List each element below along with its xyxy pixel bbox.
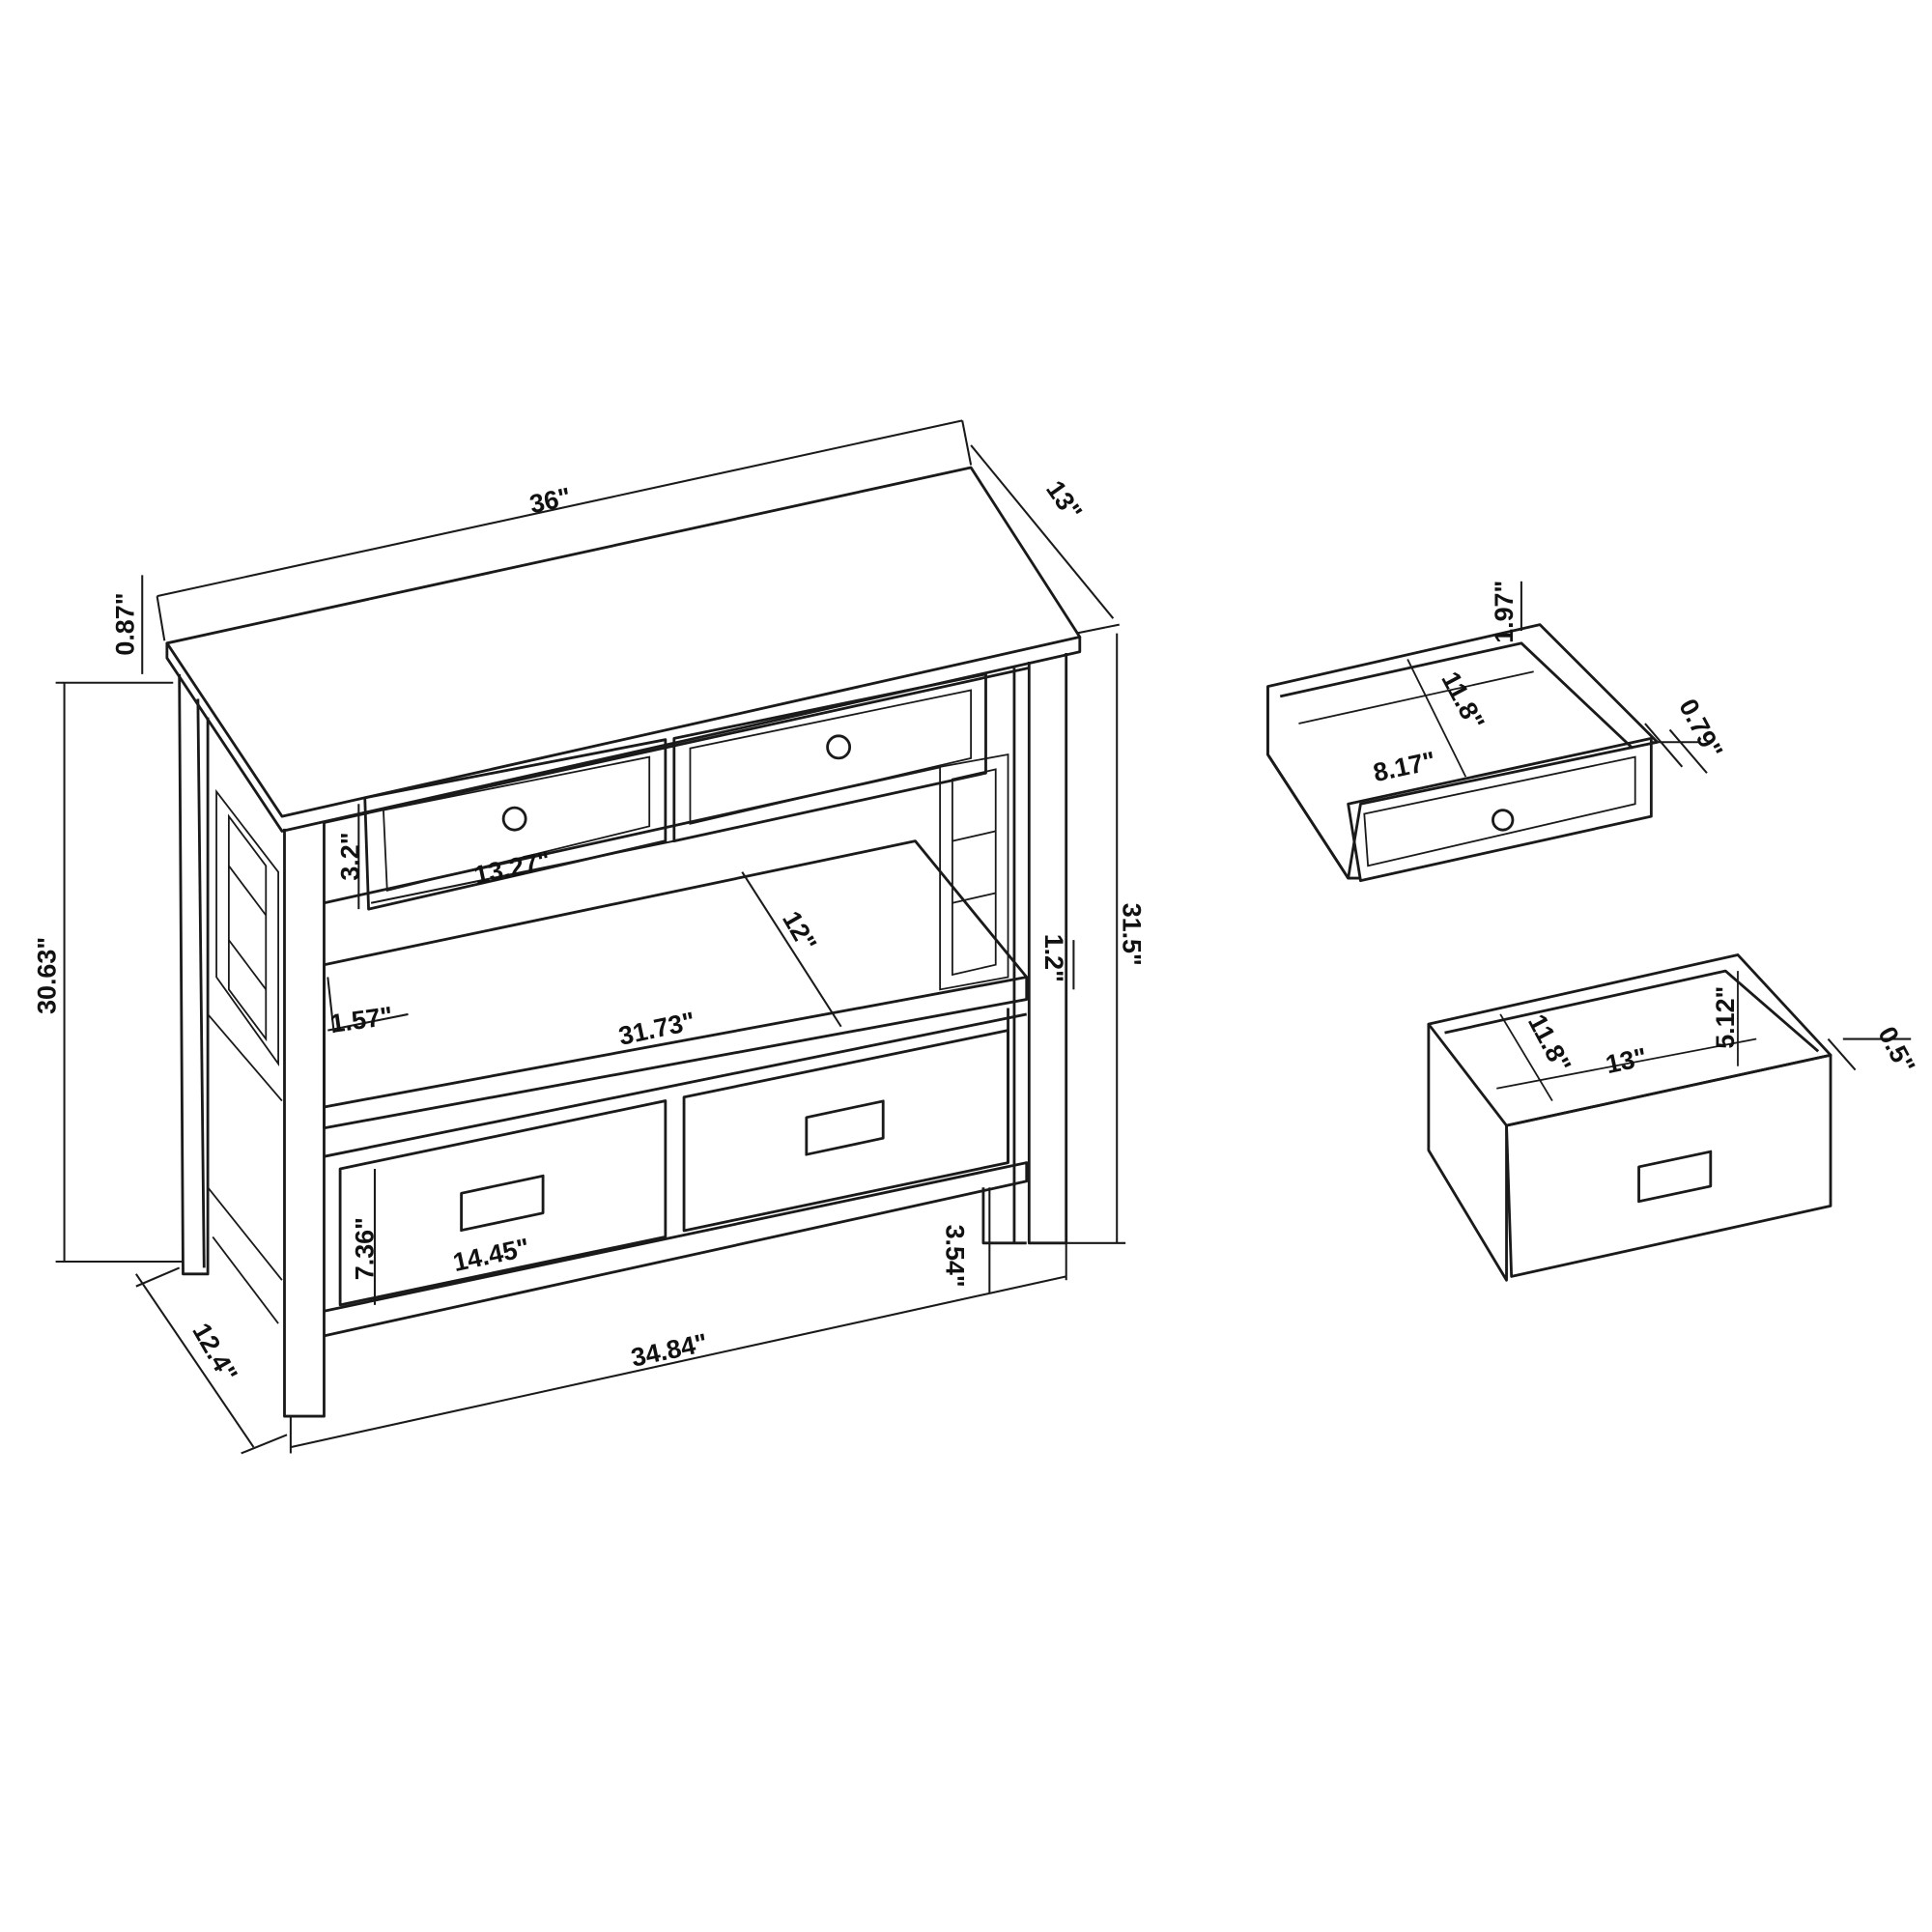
label-shelf-thickness: 1.2" [1039, 934, 1068, 982]
knob-icon [826, 734, 852, 760]
label-small-drawer-height: 3.2" [335, 833, 364, 881]
label-shelf-depth: 12" [777, 906, 822, 956]
left-lattice-panel [207, 788, 283, 1324]
label-top-thickness: 0.87" [110, 593, 139, 656]
tabletop-edge [165, 637, 1082, 833]
bottom-drawer-right[interactable] [682, 1029, 1009, 1233]
label-base-depth: 12.4" [186, 1318, 243, 1386]
handle-icon [1637, 1150, 1713, 1204]
label-leg-width: 1.57" [328, 1001, 395, 1038]
label-small-drawer-interior-width: 8.17" [1371, 746, 1438, 787]
label-large-drawer-front-thickness: 0.5" [1872, 1022, 1920, 1078]
label-small-drawer-interior-depth: 11.8" [1435, 667, 1490, 734]
handle-icon [805, 1099, 885, 1156]
label-small-drawer-front-thickness: 0.79" [1673, 695, 1728, 764]
label-small-drawer-interior-height: 1.97" [1490, 581, 1519, 643]
top-drawer-right[interactable] [672, 672, 987, 843]
dimension-lines [55, 419, 1126, 1455]
label-small-drawer-width: 13.27" [471, 845, 553, 890]
label-bottom-clearance: 3.54" [941, 1225, 970, 1288]
knob-icon [1492, 809, 1515, 832]
right-lattice-panel [939, 753, 1009, 991]
label-large-drawer-height: 7.36" [351, 1217, 380, 1280]
small-drawer-detail [1266, 581, 1708, 883]
handle-icon [460, 1174, 545, 1233]
knob-icon [501, 806, 527, 832]
large-drawer-detail [1427, 953, 1912, 1282]
label-large-drawer-interior-depth: 11.8" [1522, 1009, 1577, 1077]
label-large-drawer-interior-width: 13" [1604, 1042, 1650, 1079]
label-width: 36" [527, 482, 574, 519]
top-drawer-left[interactable] [363, 738, 668, 911]
label-side-height: 30.63" [33, 937, 62, 1014]
label-base-width: 34.84" [629, 1328, 710, 1373]
label-depth: 13" [1040, 475, 1088, 526]
label-total-height: 31.5" [1118, 903, 1147, 966]
label-large-drawer-interior-height: 5.12" [1711, 986, 1740, 1049]
